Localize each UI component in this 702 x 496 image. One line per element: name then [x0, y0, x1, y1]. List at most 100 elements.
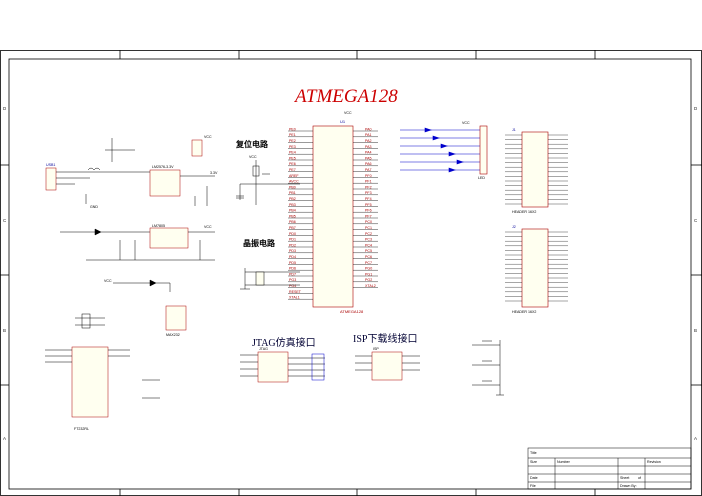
mcu-left-pin-label: PD6 — [289, 267, 296, 271]
tb-sheet: Sheet — [620, 476, 629, 480]
usb-power-labels: USB1 LM2576-3.3V LM7805 VCC VCC VCC 3.3V… — [46, 135, 218, 283]
mcu-right-pin-label: PA4 — [365, 151, 372, 155]
mcu-right-pin-label: PG2 — [365, 278, 372, 282]
header-j2-name: HEADER 16X2 — [512, 310, 536, 314]
mcu-left-pin-label: PD4 — [289, 255, 296, 259]
mcu-left-pin-label: PB0 — [289, 185, 296, 189]
tb-size: Size — [530, 460, 537, 464]
mcu-left-pin-label: XTAL1 — [289, 296, 300, 300]
jtag-connector-label: JTAG — [259, 347, 268, 351]
mcu-right-pin-label: PC1 — [365, 226, 372, 230]
mcu-right-pin-label: XTAL2 — [365, 284, 376, 288]
mcu-part-label: ATMEGA128 — [340, 309, 364, 314]
mcu-left-pin-label: PE1 — [289, 133, 296, 137]
tb-of: of — [638, 476, 641, 480]
usb-connector-label: USB1 — [46, 163, 55, 167]
mcu-right-pin-label: PA6 — [365, 162, 372, 166]
mcu-left-pin-label: PE6 — [289, 162, 296, 166]
isp-interface-label: ISP下载线接口 — [353, 332, 417, 345]
reset-vcc-label: VCC — [249, 155, 257, 159]
regulator2-label: LM7805 — [152, 224, 165, 228]
mcu-right-pin-label: PC0 — [365, 220, 372, 224]
mcu-right-pin-label: PG1 — [365, 272, 372, 276]
mcu-left-pin-label: PD2 — [289, 243, 296, 247]
mcu-right-pin-label: PC2 — [365, 232, 372, 236]
mcu-left-pin-label: PE0 — [289, 127, 296, 131]
mcu-left-pin-label: PB4 — [289, 209, 296, 213]
row-letter-b: B — [3, 328, 6, 333]
row-letter-d: D — [3, 106, 7, 111]
mcu-left-pin-label: PD3 — [289, 249, 296, 253]
header-j1-name: HEADER 16X2 — [512, 210, 536, 214]
gnd-label-1: GND — [90, 205, 98, 209]
mcu-left-pin-label: PB6 — [289, 220, 296, 224]
mcu-left-pin-label: PE4 — [289, 151, 296, 155]
mcu-left-pins: PE0PE1PE2PE3PE4PE5PE6PE7AREFAVCCPB0PB1PB… — [288, 127, 313, 300]
led-connector-label: LED — [478, 176, 485, 180]
mcu-left-pin-label: PG4 — [289, 284, 296, 288]
mcu-left-pin-label: AVCC — [289, 180, 299, 184]
mcu-left-pin-label: PB2 — [289, 197, 296, 201]
led-connector: LED VCC — [462, 121, 488, 180]
mcu-left-pin-label: PE3 — [289, 145, 296, 149]
mcu-right-pin-label: PA1 — [365, 133, 372, 137]
mcu-right-pin-label: PA2 — [365, 139, 372, 143]
row-letter-b-right: B — [694, 328, 697, 333]
tb-drawn-by: Drawn By: — [620, 484, 637, 488]
mcu-left-pin-label: PE2 — [289, 139, 296, 143]
mcu-right-pin-label: PA0 — [365, 127, 372, 131]
row-letter-a: A — [3, 436, 6, 441]
usb-power-section — [45, 138, 215, 292]
mcu-left-pin-label: PD0 — [289, 232, 296, 236]
row-letter-a-right: A — [694, 436, 697, 441]
ft232-label: FT232RL — [74, 427, 89, 431]
mcu-right-pin-label: PC6 — [365, 255, 372, 259]
mcu-left-pin-label: PE7 — [289, 168, 296, 172]
serial-chip-labels: FT232RL MAX232 — [74, 333, 180, 431]
mcu-right-pin-label: PF2 — [365, 185, 372, 189]
mcu-right-pin-label: PF7 — [365, 214, 372, 218]
vcc-label-3: VCC — [104, 279, 112, 283]
max232-label: MAX232 — [166, 333, 180, 337]
mcu-left-pin-label: PB7 — [289, 226, 296, 230]
mcu-left-pin-label: AREF — [289, 174, 299, 178]
mcu-left-pin-label: PD1 — [289, 238, 296, 242]
regulator1-label: LM2576-3.3V — [152, 165, 174, 169]
mcu-left-pin-label: RESET — [289, 290, 302, 294]
led-vcc-label: VCC — [462, 121, 470, 125]
row-letter-d-right: D — [694, 106, 698, 111]
mcu-left-pin-label: PB5 — [289, 214, 296, 218]
tb-title: Title — [530, 451, 537, 455]
header-j1: J1 HEADER 16X2 — [505, 128, 568, 214]
tb-file: File — [530, 484, 536, 488]
mcu-left-pin-label: PD7 — [289, 272, 296, 276]
mcu-ref: U1 — [340, 119, 346, 124]
jtag-connector — [240, 351, 325, 383]
vcc-label-1: VCC — [204, 135, 212, 139]
header-j2: J2 HEADER 16X2 — [505, 225, 568, 314]
mcu-right-pin-label: PC5 — [365, 249, 372, 253]
tb-number: Number — [557, 460, 571, 464]
mcu-right-pin-label: PG0 — [365, 267, 372, 271]
mcu-right-pin-label: PF3 — [365, 191, 372, 195]
mcu-left-pin-label: PD5 — [289, 261, 296, 265]
mcu-right-pin-label: PA3 — [365, 145, 372, 149]
reset-circuit — [236, 160, 300, 205]
v33-label: 3.3V — [210, 171, 218, 175]
mcu-vcc-label: VCC — [344, 111, 352, 115]
title-block-labels: Title Size Number Revision Date Sheet of… — [530, 451, 661, 488]
header-j1-ref: J1 — [512, 128, 516, 132]
isp-connector — [355, 351, 420, 381]
mcu-left-pin-label: PG3 — [289, 278, 296, 282]
mcu-left-pin-label: PB1 — [289, 191, 296, 195]
mcu-right-pin-label: PF6 — [365, 209, 372, 213]
mcu-right-pin-label: PC7 — [365, 261, 372, 265]
schematic-title: ATMEGA128 — [293, 86, 398, 107]
mcu-right-pin-label: PA7 — [365, 168, 372, 172]
mcu-right-pin-label: PF1 — [365, 180, 372, 184]
vcc-label-2: VCC — [204, 225, 212, 229]
tb-date: Date — [530, 476, 538, 480]
serial-chips — [45, 305, 187, 418]
mcu-right-pin-label: PC4 — [365, 243, 372, 247]
